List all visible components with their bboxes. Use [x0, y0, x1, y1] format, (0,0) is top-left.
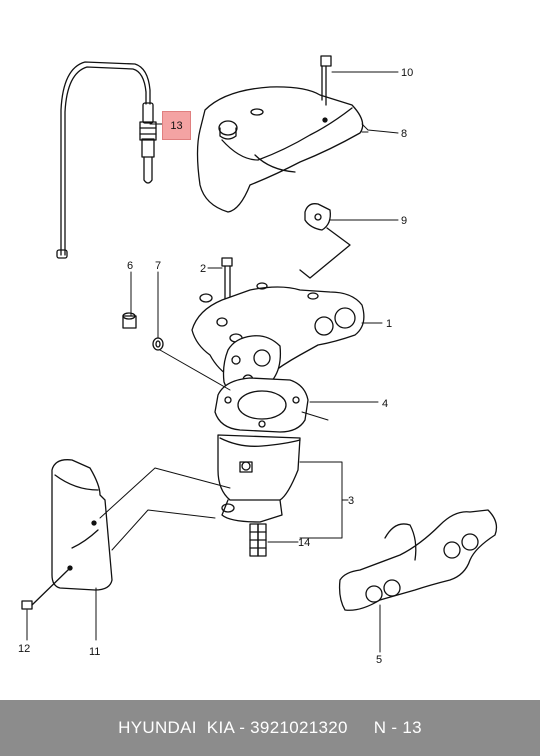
oxygen-sensor-part: [56, 61, 157, 259]
callout-7: 7: [155, 260, 161, 272]
callout-9: 9: [401, 215, 407, 227]
callout-8: 8: [401, 128, 407, 140]
bolt-10-part: [320, 55, 332, 106]
callout-12: 12: [18, 643, 30, 655]
catalytic-converter-part: [217, 434, 301, 523]
callout-5: 5: [376, 654, 382, 666]
bolt-12-part: [21, 569, 69, 610]
part-number-footer: HYUNDAI KIA - 3921021320 N - 13: [0, 700, 540, 756]
callout-11: 11: [89, 646, 100, 658]
callout-2: 2: [200, 263, 206, 275]
connector-lines: [99, 349, 329, 551]
studs-14-part: [249, 523, 267, 557]
highlighted-callout-13: 13: [162, 111, 191, 140]
gasket-4-part: [214, 377, 309, 433]
callout-4: 4: [382, 398, 388, 410]
heat-shield-upper-part: [196, 86, 364, 213]
callout-3: 3: [348, 495, 354, 507]
heat-shield-lower-part: [51, 459, 113, 591]
callout-14: 14: [298, 537, 310, 549]
bracket-9-part: [299, 203, 351, 279]
gasket-5-part: [338, 509, 498, 611]
callout-6: 6: [127, 260, 133, 272]
footer-page-code: N - 13: [373, 718, 422, 737]
footer-brand-part-number: HYUNDAI KIA - 3921021320: [118, 718, 348, 737]
exhaust-manifold-diagram: 1 2 3 4 5 6 7 8 9 10 11 12 14: [18, 55, 498, 666]
callout-1: 1: [386, 318, 392, 330]
callout-10: 10: [401, 67, 413, 79]
leader-lines: [26, 71, 399, 653]
washer-7-part: [152, 337, 164, 351]
nut-6-part: [122, 312, 137, 329]
